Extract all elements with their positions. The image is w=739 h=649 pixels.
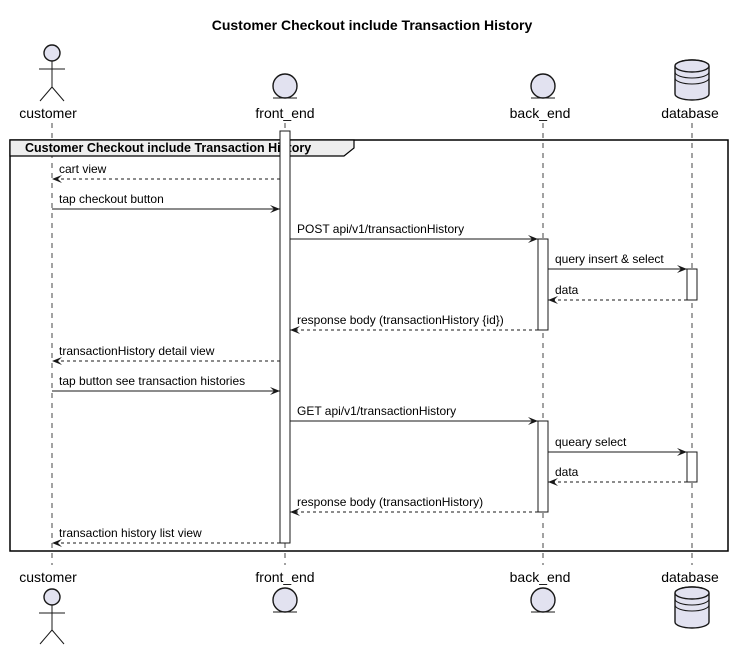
actor-icon — [39, 44, 65, 102]
entity-icon — [530, 73, 556, 99]
message-4: query insert & select — [548, 252, 687, 273]
activation-database-1 — [686, 268, 698, 301]
participant-label: front_end — [255, 569, 314, 585]
activation-back-end-1 — [537, 238, 549, 331]
message-label: GET api/v1/transactionHistory — [297, 404, 456, 418]
participant-back-end-bottom: back_end — [510, 569, 571, 613]
entity-icon — [272, 587, 298, 613]
database-icon — [674, 59, 710, 101]
diagram-title: Customer Checkout include Transaction Hi… — [212, 17, 533, 33]
message-9: GET api/v1/transactionHistory — [290, 404, 538, 425]
participant-label: customer — [19, 105, 77, 121]
message-label: cart view — [59, 162, 107, 176]
message-3: POST api/v1/transactionHistory — [290, 222, 538, 243]
message-10: queary select — [548, 435, 687, 456]
activation-database-2 — [686, 451, 698, 483]
message-label: query insert & select — [555, 252, 664, 266]
message-8: tap button see transaction histories — [52, 374, 280, 395]
participant-back-end-top: back_end — [510, 73, 571, 121]
group-frame: Customer Checkout include Transaction Hi… — [9, 139, 729, 552]
message-label: transaction history list view — [59, 526, 202, 540]
message-label: tap button see transaction histories — [59, 374, 245, 388]
message-label: response body (transactionHistory {id}) — [297, 313, 504, 327]
message-label: response body (transactionHistory) — [297, 495, 483, 509]
participant-database-bottom: database — [661, 569, 719, 629]
participant-label: customer — [19, 569, 77, 585]
message-12: response body (transactionHistory) — [290, 495, 538, 516]
message-label: POST api/v1/transactionHistory — [297, 222, 464, 236]
message-7: transactionHistory detail view — [52, 344, 280, 365]
participant-label: database — [661, 105, 719, 121]
message-2: tap checkout button — [52, 192, 280, 213]
group-label: Customer Checkout include Transaction Hi… — [25, 141, 311, 155]
message-label: transactionHistory detail view — [59, 344, 215, 358]
participant-database-top: database — [661, 59, 719, 121]
participant-front-end-bottom: front_end — [255, 569, 315, 613]
message-label: data — [555, 465, 579, 479]
message-11: data — [548, 465, 687, 486]
participant-customer-top: customer — [19, 44, 77, 121]
database-icon — [674, 586, 710, 629]
participant-label: front_end — [255, 105, 314, 121]
participant-front-end-top: front_end — [255, 73, 315, 121]
participant-label: database — [661, 569, 719, 585]
participant-customer-bottom: customer — [19, 569, 77, 645]
entity-icon — [530, 587, 556, 613]
message-13: transaction history list view — [52, 526, 280, 547]
actor-icon — [39, 588, 65, 645]
message-6: response body (transactionHistory {id}) — [290, 313, 538, 334]
message-label: tap checkout button — [59, 192, 164, 206]
activation-front-end — [279, 130, 291, 544]
activation-back-end-2 — [537, 420, 549, 513]
entity-icon — [272, 73, 298, 99]
message-label: queary select — [555, 435, 627, 449]
message-5: data — [548, 283, 687, 304]
message-label: data — [555, 283, 579, 297]
participant-label: back_end — [510, 569, 571, 585]
participant-label: back_end — [510, 105, 571, 121]
message-1: cart view — [52, 162, 280, 183]
